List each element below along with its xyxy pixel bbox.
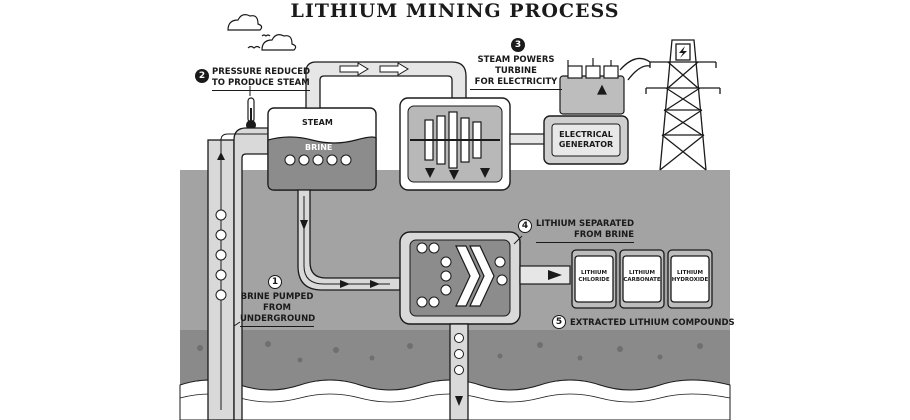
thermometer-icon bbox=[246, 97, 256, 130]
step-number-1: 1 bbox=[268, 275, 282, 289]
intake-pipe bbox=[207, 127, 269, 420]
rock-texture bbox=[197, 341, 703, 363]
turbine bbox=[399, 97, 511, 191]
intake-molecules bbox=[215, 209, 227, 301]
compound-1-line1: LITHIUM bbox=[581, 270, 607, 276]
compound-2-line2: CARBONATE bbox=[623, 277, 661, 283]
step-number-3: 3 bbox=[511, 38, 525, 52]
page-title: LITHIUM MINING PROCESS bbox=[290, 0, 620, 22]
lithium-outlet-pipe bbox=[519, 265, 571, 285]
compound-1-line2: CHLORIDE bbox=[578, 277, 610, 283]
step-3-label: STEAM POWERS TURBINE FOR ELECTRICITY bbox=[470, 55, 562, 90]
step-1-line3: UNDERGROUND bbox=[240, 314, 315, 327]
step-3-line3: FOR ELECTRICITY bbox=[470, 77, 562, 90]
step-2-line1: PRESSURE REDUCED bbox=[212, 67, 311, 77]
steam-pipe bbox=[305, 61, 467, 109]
transformer bbox=[559, 58, 625, 115]
compound-2-line1: LITHIUM bbox=[629, 270, 655, 276]
generator-panel bbox=[551, 123, 621, 157]
step-5-label: EXTRACTED LITHIUM COMPOUNDS bbox=[570, 318, 735, 328]
step-1-label: BRINE PUMPED FROM UNDERGROUND bbox=[240, 292, 315, 327]
compound-3-line1: LITHIUM bbox=[677, 270, 703, 276]
step-2-label: PRESSURE REDUCED TO PRODUCE STEAM bbox=[212, 67, 311, 91]
compound-label-hydroxide: LITHIUM HYDROXIDE bbox=[668, 270, 712, 284]
compound-label-carbonate: LITHIUM CARBONATE bbox=[620, 270, 664, 284]
step-4-label: LITHIUM SEPARATED FROM BRINE bbox=[536, 219, 635, 243]
step-3-line2: TURBINE bbox=[495, 66, 537, 76]
bird-icon bbox=[247, 34, 271, 49]
step-number-4: 4 bbox=[518, 219, 532, 233]
steam-label: STEAM bbox=[302, 118, 333, 127]
step-4-line2: FROM BRINE bbox=[536, 230, 635, 243]
step-2-line2: TO PRODUCE STEAM bbox=[212, 78, 311, 91]
compound-3-line2: HYDROXIDE bbox=[671, 277, 709, 283]
generator-line2: GENERATOR bbox=[558, 140, 614, 149]
step-1-line2: FROM bbox=[262, 303, 292, 313]
step-number-2: 2 bbox=[195, 69, 209, 83]
separator-unit bbox=[399, 231, 521, 325]
step-4-line1: LITHIUM SEPARATED bbox=[536, 219, 635, 229]
flash-tank bbox=[267, 107, 377, 191]
outlet-arrow bbox=[548, 270, 562, 280]
power-tower bbox=[619, 39, 721, 171]
generator-label: ELECTRICAL GENERATOR bbox=[552, 130, 620, 150]
cloud-icon bbox=[227, 14, 297, 51]
leader-lines bbox=[233, 86, 523, 327]
generator-line1: ELECTRICAL bbox=[559, 130, 613, 139]
step-number-5: 5 bbox=[552, 315, 566, 329]
compound-label-chloride: LITHIUM CHLORIDE bbox=[572, 270, 616, 284]
step-3-line1: STEAM POWERS bbox=[477, 55, 555, 65]
turbine-shaft bbox=[509, 133, 547, 145]
step-1-line1: BRINE PUMPED bbox=[240, 292, 314, 302]
compound-tanks bbox=[571, 249, 713, 309]
waste-pipe bbox=[449, 323, 469, 420]
brine-label: BRINE bbox=[305, 143, 333, 152]
